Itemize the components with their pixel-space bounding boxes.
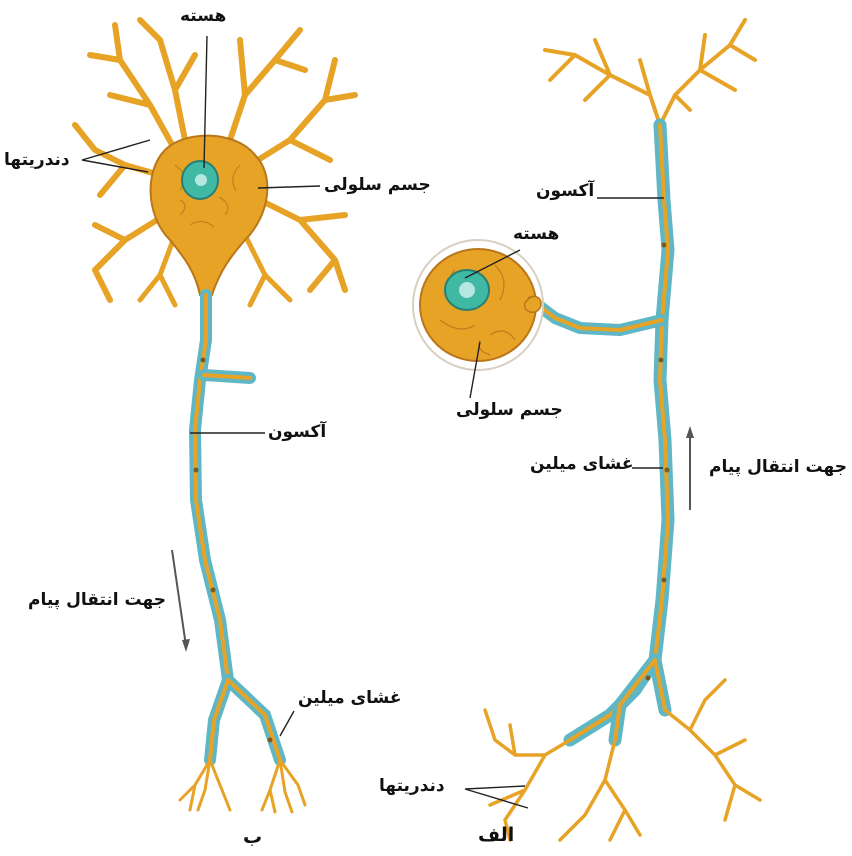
neuron-b-cell-body: [151, 136, 268, 295]
neuron-alef-direction-arrow: [686, 426, 694, 510]
neuron-b-cell-body-label: جسم سلولی: [324, 177, 431, 194]
neuron-alef-dendrites-label: دندریتها: [379, 778, 445, 795]
neuron-b-myelin-label: غشای میلین: [298, 690, 401, 707]
neuron-alef-caption: الف: [478, 826, 514, 845]
neuron-b-nucleus-label: هسته: [180, 8, 226, 25]
neuron-alef-axon: [570, 125, 668, 740]
neuron-b-direction-label: جهت انتقال پیام: [28, 592, 166, 609]
neuron-alef-nucleus-label: هسته: [513, 226, 559, 243]
neuron-alef-axon-label: آکسون: [536, 183, 594, 200]
neuron-b-axon-terminals: [180, 760, 305, 812]
neuron-alef-cell-body-label: جسم سلولی: [456, 402, 563, 419]
neuron-b-caption: ب: [243, 828, 262, 847]
neuron-b-axon-label: آکسون: [268, 424, 326, 441]
neuron-alef-direction-label: جهت انتقال پیام: [709, 459, 847, 476]
neuron-b-dendrites-label: دندریتها: [4, 152, 70, 169]
neuron-b-axon: [195, 295, 228, 680]
neuron-alef-top-dendrites: [545, 20, 755, 125]
neuron-alef-myelin-label: غشای میلین: [530, 456, 633, 473]
neuron-alef: [413, 20, 760, 840]
neuron-b-direction-arrow: [172, 550, 190, 652]
